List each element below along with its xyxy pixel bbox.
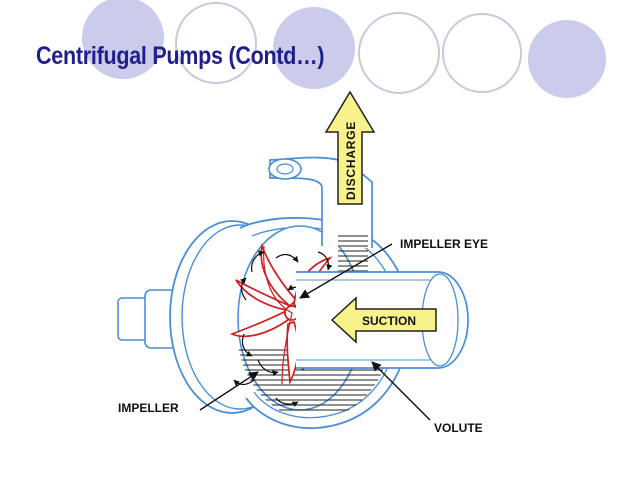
callout-lines [199, 243, 431, 421]
suction-label: SUCTION [362, 314, 416, 328]
discharge-label: DISCHARGE [344, 121, 358, 200]
decor-circle-3 [273, 7, 355, 89]
volute-label: VOLUTE [434, 421, 483, 435]
suction-arrow: SUCTION [330, 296, 437, 344]
discharge-arrow: DISCHARGE [324, 90, 376, 205]
decor-circle-1 [82, 0, 164, 79]
impeller-eye-leader [299, 243, 393, 299]
decor-circle-2 [175, 2, 257, 84]
impeller-label: IMPELLER [118, 401, 179, 415]
slide-title: Centrifugal Pumps (Contd…) [36, 42, 325, 70]
volute-leader [371, 361, 431, 421]
decor-circle-4 [358, 12, 440, 94]
impeller-leader [199, 371, 259, 411]
decor-circle-5 [442, 13, 522, 93]
decor-circle-6 [528, 20, 606, 98]
impeller-eye-label: IMPELLER EYE [400, 237, 488, 251]
